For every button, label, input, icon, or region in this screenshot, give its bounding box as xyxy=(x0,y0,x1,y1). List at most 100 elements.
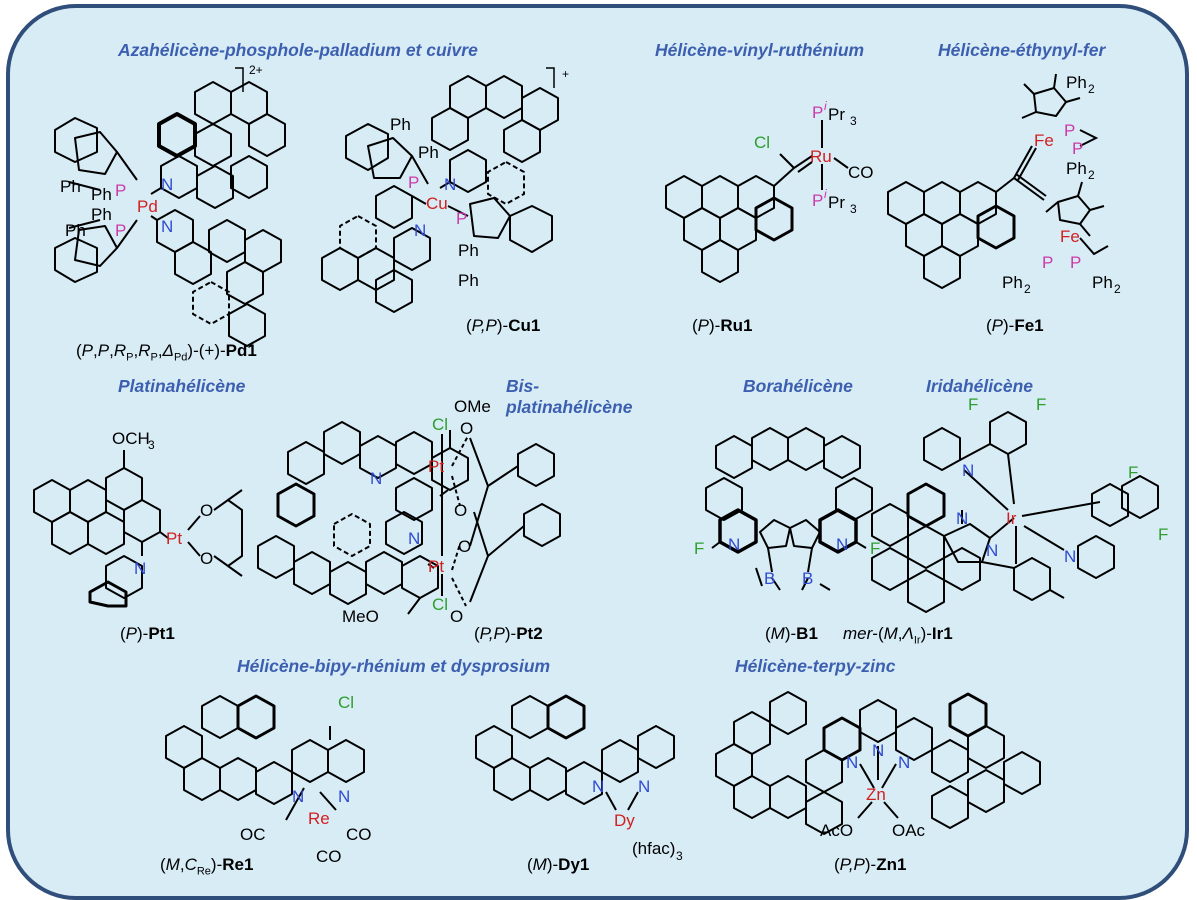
re1-co-2: CO xyxy=(316,847,342,866)
title-pd-cu: Azahélicène-phosphole-palladium et cuivr… xyxy=(118,40,478,60)
fe1-ph2-4-sub: 2 xyxy=(1114,282,1121,296)
re1-helicene xyxy=(165,694,329,805)
re1-metal: Re xyxy=(308,809,330,828)
label-cu1: (P,P)-Cu1 xyxy=(466,316,541,335)
ir1-metal: Ir xyxy=(1006,509,1017,528)
zn1-n-3: N xyxy=(898,753,910,772)
ir1-n-3: N xyxy=(956,509,968,528)
pd1-ph-3: Ph xyxy=(91,205,112,224)
fe1-cp-bottom xyxy=(1045,181,1105,237)
fe1-ph2-1: Ph xyxy=(1066,73,1087,92)
pt2-cl-bottom: Cl xyxy=(432,595,448,614)
b1-n-right: N xyxy=(836,535,848,554)
label-dy1: (M)-Dy1 xyxy=(527,855,590,874)
fe1-p-2: P xyxy=(1072,139,1083,158)
ru1-co: CO xyxy=(848,163,874,182)
dy1-metal: Dy xyxy=(614,811,635,830)
ru1-p-bottom-i: i xyxy=(824,187,827,201)
fe1-helicene xyxy=(887,181,1016,289)
b1-helicene xyxy=(705,427,873,521)
ru1-p-top-i: i xyxy=(824,99,827,113)
pt1-n: N xyxy=(134,559,146,578)
pt1-metal: Pt xyxy=(166,529,182,548)
cu1-n-top: N xyxy=(444,175,456,194)
b1-f-right: F xyxy=(870,539,880,558)
zn1-oac: OAc xyxy=(892,821,926,840)
cu1-n-bottom: N xyxy=(414,221,426,240)
b1-n-left: N xyxy=(728,535,740,554)
re1-oc: OC xyxy=(240,825,266,844)
ru1-p-bottom: P xyxy=(812,191,823,210)
title-ru: Hélicène-vinyl-ruthénium xyxy=(655,40,865,60)
fe1-ph2-1-sub: 2 xyxy=(1088,82,1095,96)
ru1-ipr-bottom-sub: 3 xyxy=(850,202,857,216)
fe1-metal-top: Fe xyxy=(1034,131,1054,150)
ir1-f-2: F xyxy=(1036,395,1046,414)
dy1-helicene xyxy=(475,694,639,805)
fe1-p-4: P xyxy=(1070,253,1081,272)
zn1-n-2: N xyxy=(872,741,884,760)
label-pt2: (P,P)-Pt2 xyxy=(474,624,543,643)
pt1-o-bottom: O xyxy=(200,549,213,568)
pd1-n-bottom: N xyxy=(161,217,173,236)
structure-cu1: + Cu P P N N Ph Ph Ph Ph xyxy=(321,67,569,313)
pt1-och3-sub: 3 xyxy=(148,438,155,452)
label-pt1: (P)-Pt1 xyxy=(120,624,175,643)
fe1-ph2-3-sub: 2 xyxy=(1024,282,1031,296)
pt2-metal-top: Pt xyxy=(428,457,444,476)
pt1-o-top: O xyxy=(200,501,213,520)
zn1-metal: Zn xyxy=(866,785,886,804)
pd1-ph-4: Ph xyxy=(65,221,86,240)
label-pd1: (P,P,RP,RP,ΔPd)-(+)-Pd1 xyxy=(76,341,257,364)
diagram-panel xyxy=(6,4,1189,900)
pd1-p-top: P xyxy=(115,181,126,200)
ir1-imidazole xyxy=(943,523,991,563)
fe1-ph2-2-sub: 2 xyxy=(1088,168,1095,182)
pt2-helicene-bottom xyxy=(257,511,439,605)
ir1-n-4: N xyxy=(986,541,998,560)
fe1-cp-top xyxy=(1021,73,1081,119)
pd1-n-top: N xyxy=(161,175,173,194)
cu1-p-top: P xyxy=(408,173,419,192)
structure-re1: Cl N N Re OC CO CO xyxy=(165,693,372,866)
structure-pd1: 2+ Pd P P N N Ph Ph Ph Ph xyxy=(54,63,286,347)
re1-pyridine xyxy=(327,739,365,783)
title-re-dy: Hélicène-bipy-rhénium et dysprosium xyxy=(237,656,551,676)
pd1-helicene-top xyxy=(157,81,286,199)
cu1-charge: + xyxy=(562,67,569,81)
pd1-ph-2: Ph xyxy=(91,185,112,204)
pd1-metal: Pd xyxy=(137,197,158,216)
cu1-pyridine-left xyxy=(375,185,413,229)
cu1-ph-3: Ph xyxy=(458,241,479,260)
cu1-p-bottom: P xyxy=(456,209,467,228)
cu1-helicene-top xyxy=(431,75,559,205)
zn1-helicene-right xyxy=(931,692,1041,829)
pt1-och3: OCH xyxy=(112,429,150,448)
pt2-o-4: O xyxy=(450,607,463,626)
structure-dy1: N N Dy (hfac) 3 xyxy=(475,694,683,863)
ru1-metal: Ru xyxy=(810,147,832,166)
dy1-hfac: (hfac) xyxy=(632,839,675,858)
ru1-ipr-top-sub: 3 xyxy=(850,114,857,128)
ru1-helicene xyxy=(665,175,794,283)
pt2-metal-bottom: Pt xyxy=(428,557,444,576)
re1-n-2: N xyxy=(338,787,350,806)
ir1-f-3: F xyxy=(1128,463,1138,482)
pt1-helicene xyxy=(33,467,161,608)
label-re1: (M,CRe)-Re1 xyxy=(160,855,254,878)
ru1-p-top: P xyxy=(812,103,823,122)
pt2-ome: OMe xyxy=(454,397,491,416)
ir1-n-1: N xyxy=(962,461,974,480)
fe1-ph2-3: Ph xyxy=(1002,273,1023,292)
zn1-n-1: N xyxy=(846,753,858,772)
pd1-phosphole-top xyxy=(54,117,118,175)
dy1-pyridine xyxy=(637,725,675,769)
label-zn1: (P,P)-Zn1 xyxy=(834,855,907,874)
title-bispt-2: platinahélicène xyxy=(506,397,633,417)
ir1-aryls xyxy=(923,411,1159,601)
ru1-ipr-bottom: Pr xyxy=(828,193,845,212)
structure-ru1: Cl Ru P i Pr 3 CO P i Pr 3 xyxy=(665,99,874,283)
label-b1: (M)-B1 xyxy=(765,624,818,643)
ir1-f-4: F xyxy=(1158,525,1168,544)
cu1-ph-2: Ph xyxy=(418,143,439,162)
